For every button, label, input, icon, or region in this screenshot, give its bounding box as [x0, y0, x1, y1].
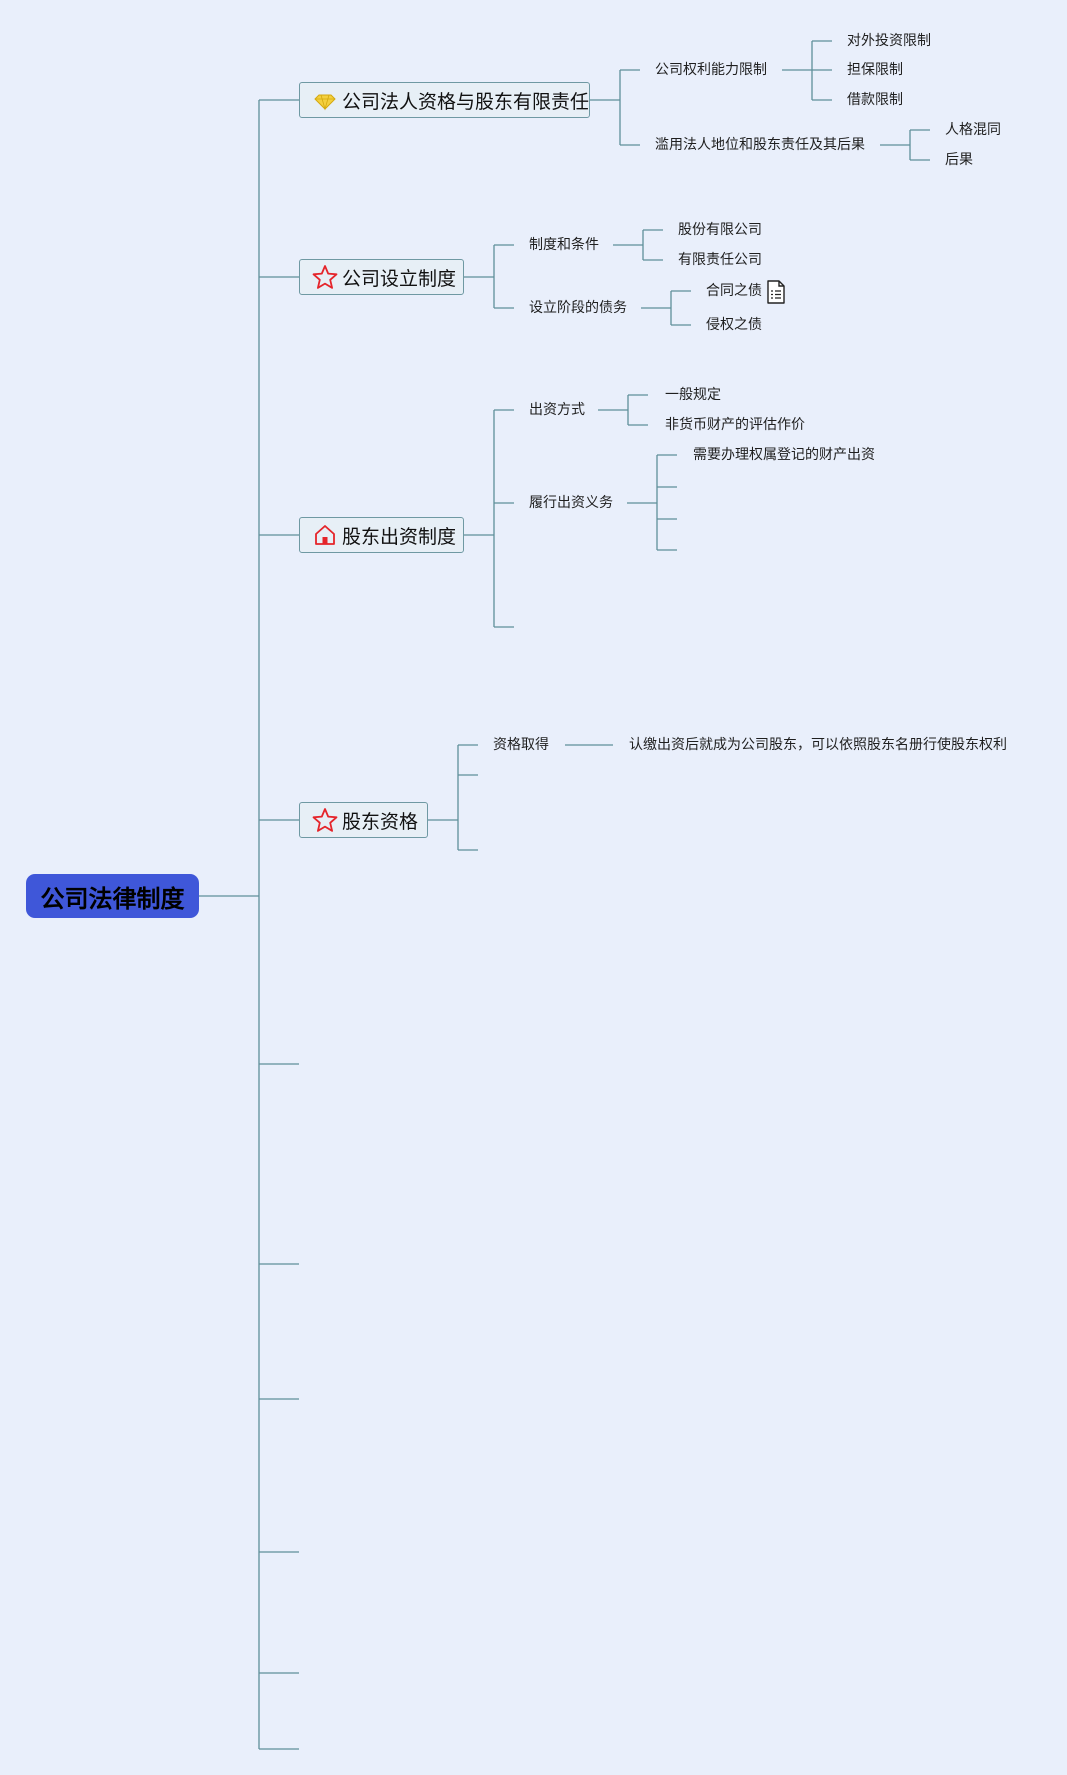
leaf-registered-property-contribution[interactable]: 需要办理权属登记的财产出资: [693, 447, 875, 463]
leaf-contract-debt[interactable]: 合同之债: [706, 283, 762, 299]
leaf-subscription-becomes-shareholder[interactable]: 认缴出资后就成为公司股东，可以依照股东名册行使股东权利: [629, 737, 1007, 753]
branch-topic-corporate-personality[interactable]: 公司法人资格与股东有限责任: [299, 82, 590, 118]
branch-topic-label: 公司设立制度: [342, 267, 457, 290]
house-icon: [312, 522, 338, 548]
leaf-limited-liability-company[interactable]: 有限责任公司: [678, 252, 762, 268]
branch-topic-establishment[interactable]: 公司设立制度: [299, 259, 464, 295]
subtopic-qualification-acquisition[interactable]: 资格取得: [493, 737, 549, 753]
leaf-consequences[interactable]: 后果: [945, 152, 973, 168]
branch-topic-shareholder-qualification[interactable]: 股东资格: [299, 802, 428, 838]
leaf-joint-stock-company[interactable]: 股份有限公司: [678, 222, 762, 238]
leaf-non-monetary-valuation[interactable]: 非货币财产的评估作价: [665, 417, 805, 433]
subtopic-contribution-methods[interactable]: 出资方式: [529, 402, 585, 418]
subtopic-abuse-of-status[interactable]: 滥用法人地位和股东责任及其后果: [655, 137, 865, 153]
subtopic-system-and-conditions[interactable]: 制度和条件: [529, 237, 599, 253]
leaf-personality-confusion[interactable]: 人格混同: [945, 122, 1001, 138]
subtopic-fulfil-contribution-obligation[interactable]: 履行出资义务: [529, 495, 613, 511]
leaf-loan-limit[interactable]: 借款限制: [847, 92, 903, 108]
root-topic[interactable]: 公司法律制度: [26, 874, 199, 918]
branch-topic-capital-contribution[interactable]: 股东出资制度: [299, 517, 464, 553]
branch-topic-label: 公司法人资格与股东有限责任: [342, 90, 590, 113]
leaf-tort-debt[interactable]: 侵权之债: [706, 317, 762, 333]
star-icon: [312, 807, 338, 833]
subtopic-establishment-debts[interactable]: 设立阶段的债务: [529, 300, 627, 316]
document-icon[interactable]: [766, 280, 786, 304]
branch-topic-label: 股东出资制度: [342, 525, 457, 548]
leaf-general-provisions[interactable]: 一般规定: [665, 387, 721, 403]
branch-topic-label: 股东资格: [342, 810, 419, 833]
diamond-icon: [312, 87, 338, 113]
leaf-guarantee-limit[interactable]: 担保限制: [847, 62, 903, 78]
star-icon: [312, 264, 338, 290]
subtopic-capacity-limits[interactable]: 公司权利能力限制: [655, 62, 767, 78]
leaf-external-investment-limit[interactable]: 对外投资限制: [847, 33, 931, 49]
